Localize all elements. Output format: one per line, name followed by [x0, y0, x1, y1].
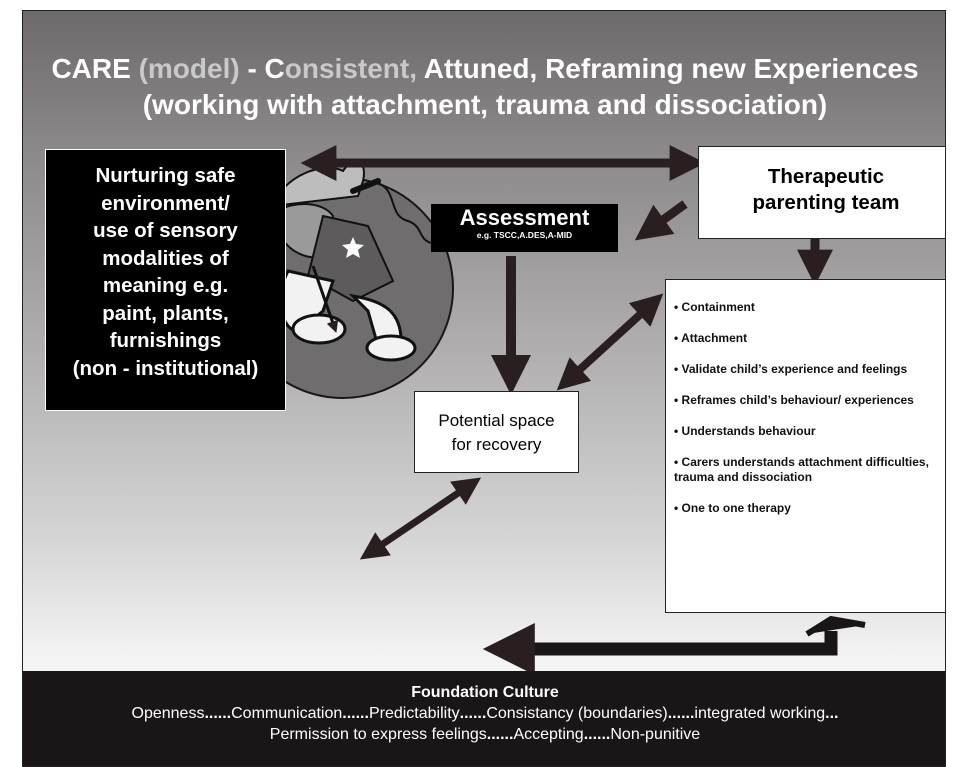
nurture-line: (non - institutional): [72, 356, 259, 380]
list-item: • One to one therapy: [674, 501, 791, 515]
nurturing-environment-box: Nurturing safe environment/ use of senso…: [45, 149, 286, 411]
nurture-line: furnishings: [109, 329, 222, 352]
assessment-box: Assessment e.g. TSCC,A.DES,A-MID: [431, 204, 618, 252]
potential-space-box: Potential space for recovery: [414, 391, 579, 473]
footer-title: Foundation Culture: [411, 684, 559, 701]
diagram-graphics: [232, 145, 866, 675]
arrow-team-assessment: [634, 200, 688, 241]
therapeutic-team-box: Therapeutic parenting team: [698, 146, 945, 239]
care-components-list: • Containment • Attachment • Validate ch…: [665, 279, 945, 613]
list-item: • Reframes child’s behaviour/ experience…: [674, 393, 914, 407]
assessment-title: Assessment: [459, 205, 590, 230]
foundation-culture-footer: Foundation Culture Openness......Communi…: [23, 671, 945, 766]
assessment-subtitle: e.g. TSCC,A.DES,A-MID: [476, 230, 573, 240]
title-line-1: CARE (model) - Consistent, Attuned, Refr…: [51, 53, 919, 84]
footer-line-2: Permission to express feelings......Acce…: [269, 726, 701, 743]
space-line: Potential space: [438, 411, 555, 430]
nurture-line: Nurturing safe: [95, 164, 236, 187]
list-item: • Validate child’s experience and feelin…: [674, 362, 908, 376]
arrow-return-loop: [482, 615, 866, 675]
list-item: • Attachment: [674, 331, 748, 345]
diagram-canvas: CARE (model) - Consistent, Attuned, Refr…: [22, 10, 946, 767]
footer-line-1: Openness......Communication......Predict…: [131, 705, 839, 722]
list-item: • Containment: [674, 300, 755, 314]
arrow-space-list: [556, 293, 664, 391]
nurture-line: paint, plants,: [102, 301, 229, 325]
team-line: Therapeutic: [767, 165, 885, 188]
nurture-line: use of sensory: [93, 219, 238, 242]
nurture-line: environment/: [101, 191, 230, 215]
list-item: • Carers understands attachment difficul…: [674, 455, 929, 484]
team-line: parenting team: [752, 191, 900, 214]
arrow-space-outward: [359, 477, 482, 560]
list-item: • Understands behaviour: [674, 424, 816, 438]
nurture-line: meaning e.g.: [102, 274, 229, 297]
space-line: for recovery: [451, 435, 542, 454]
title-line-2: (working with attachment, trauma and dis…: [142, 89, 828, 120]
nurture-line: modalities of: [102, 246, 229, 270]
